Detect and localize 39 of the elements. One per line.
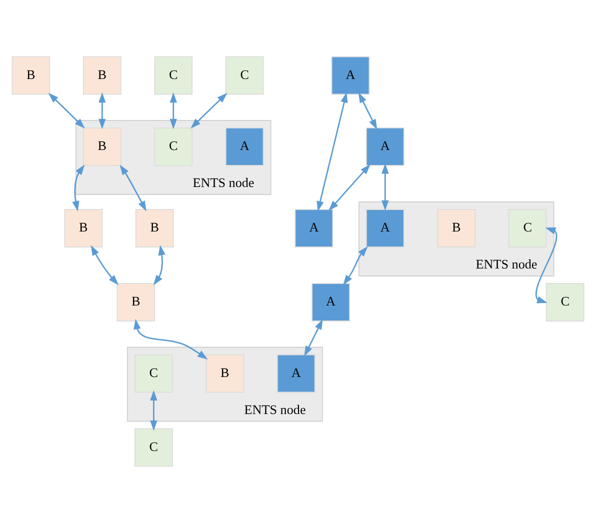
arrow: [150, 390, 158, 431]
node-box: B: [206, 354, 244, 393]
node-box: A: [366, 209, 404, 248]
node-box: C: [154, 56, 193, 95]
arrow: [536, 227, 558, 304]
node-box: A: [331, 56, 370, 95]
node-box: C: [134, 428, 173, 467]
arrow: [134, 318, 208, 360]
arrow: [304, 319, 323, 356]
node-box: C: [134, 354, 173, 393]
arrow: [170, 92, 177, 130]
arrow: [358, 92, 378, 130]
node-box: A: [366, 128, 404, 166]
node-box: C: [154, 128, 193, 166]
arrow: [98, 92, 106, 130]
node-box: C: [225, 56, 264, 95]
node-box: A: [312, 283, 350, 322]
node-box: B: [135, 209, 174, 248]
node-box: A: [225, 128, 264, 166]
arrow: [72, 164, 85, 212]
arrow: [120, 164, 146, 212]
arrow: [328, 164, 370, 211]
node-box: B: [64, 209, 103, 248]
node-box: C: [546, 283, 584, 322]
node-box: B: [437, 209, 476, 248]
arrow: [382, 163, 389, 211]
node-box: A: [294, 209, 334, 248]
arrow: [90, 245, 119, 286]
arrow: [48, 92, 85, 129]
node-box: B: [12, 56, 50, 95]
arrow: [190, 92, 228, 129]
node-box: B: [82, 128, 122, 166]
arrow: [316, 92, 348, 212]
node-box: B: [82, 56, 122, 95]
node-box: C: [508, 209, 547, 248]
arrow: [153, 244, 166, 286]
arrow: [343, 246, 368, 286]
node-box: A: [276, 354, 316, 393]
node-box: B: [116, 283, 156, 322]
